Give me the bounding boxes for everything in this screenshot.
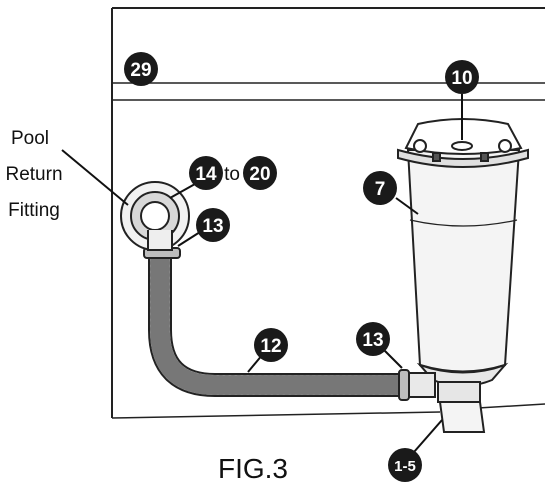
callout-7-label: 7	[375, 179, 386, 200]
lid-latch-right	[480, 152, 489, 162]
callout-14: 14	[189, 156, 223, 190]
callout-20-label: 20	[249, 164, 270, 185]
wall-bottom-edge-right	[477, 403, 545, 409]
callout-1-5-label: 1-5	[394, 458, 416, 475]
lid-latch-left	[432, 152, 441, 162]
callout-13-top-label: 13	[202, 216, 223, 237]
pool-label-line-2: Return	[5, 164, 62, 185]
leader-14	[169, 183, 196, 199]
filter-lid	[397, 118, 529, 168]
callout-12-label: 12	[260, 336, 281, 357]
hose-clamp-right	[398, 369, 410, 401]
callout-29-label: 29	[130, 60, 151, 81]
to-connector-text: to	[224, 164, 240, 185]
pool-label-line-1: Pool	[11, 128, 49, 149]
pool-label-line-3: Fitting	[8, 200, 60, 221]
callout-29: 29	[124, 52, 158, 86]
leader-13b	[383, 349, 403, 369]
pump-base	[437, 381, 486, 433]
callout-12: 12	[254, 328, 288, 362]
figure-label: FIG.3	[218, 453, 288, 484]
pool-wall	[111, 7, 545, 419]
callout-1-5: 1-5	[388, 448, 422, 482]
leader-7	[395, 197, 419, 215]
hose	[148, 238, 417, 397]
leader-1-5	[413, 419, 443, 453]
callout-10: 10	[445, 60, 479, 94]
callout-7: 7	[363, 171, 397, 205]
pool-return-fitting-label: Pool Return Fitting	[5, 128, 62, 221]
lid-knob-right	[498, 139, 512, 153]
callout-13-top: 13	[196, 208, 230, 242]
callout-13-right: 13	[356, 322, 390, 356]
lid-knob-left	[413, 139, 427, 153]
leader-13a	[177, 231, 201, 247]
filter-housing	[406, 149, 521, 387]
wall-bottom-edge	[111, 411, 441, 419]
callout-10-label: 10	[451, 68, 472, 89]
callout-14-label: 14	[195, 164, 217, 185]
lid-center-hole	[451, 141, 473, 151]
callout-20: 20	[243, 156, 277, 190]
callout-13-right-label: 13	[362, 330, 383, 351]
leader-pool-fitting	[61, 149, 129, 206]
return-fitting	[120, 181, 190, 251]
